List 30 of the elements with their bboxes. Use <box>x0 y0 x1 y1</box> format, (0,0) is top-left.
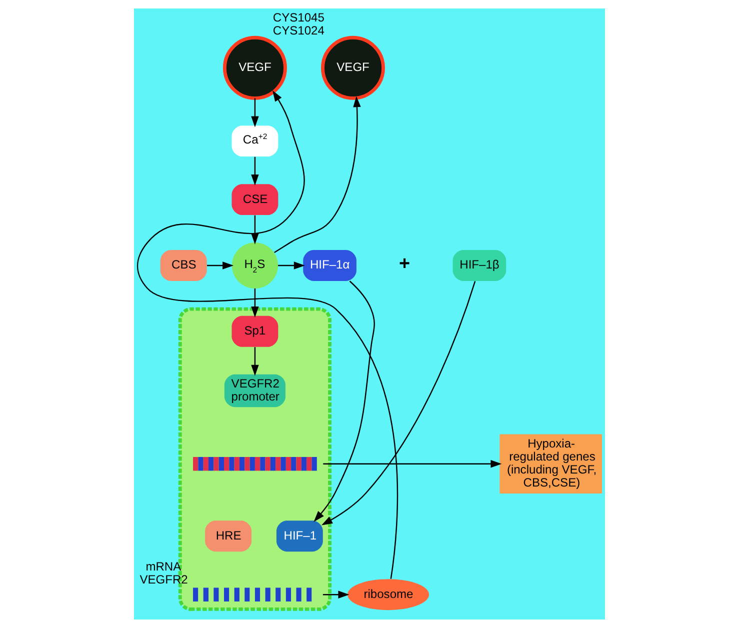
node-circle: H$_{2}$S <box>231 242 278 289</box>
arrow <box>250 215 258 244</box>
node-label: CYS1045 CYS1024 <box>272 10 324 38</box>
node-ellipse: ribosome <box>347 579 429 610</box>
arrow <box>274 96 360 253</box>
arrow <box>250 156 258 186</box>
node-box: HRE <box>204 520 251 552</box>
arrow <box>250 98 258 128</box>
arrow <box>313 280 374 522</box>
node-box: Sp1 <box>231 316 278 347</box>
node-box: HIF–1α <box>302 250 356 281</box>
node-circle: VEGF <box>222 36 286 100</box>
arrow <box>250 288 258 318</box>
node-box: Hypoxia-regulated genes (including VEGF, CBS,CSE) <box>499 434 602 494</box>
node-box: HIF–1 <box>276 520 322 552</box>
arrow <box>322 460 502 468</box>
arrow <box>136 90 398 579</box>
node-box: CSE <box>231 184 278 216</box>
node-circle: VEGF <box>320 36 384 100</box>
node-box: CBS <box>160 250 206 281</box>
arrow <box>320 281 476 526</box>
arrow <box>322 590 349 598</box>
node-label: mRNA VEGFR2 <box>139 560 188 587</box>
arrow <box>278 262 304 270</box>
node-box: Ca$^{+2}$ <box>231 126 278 157</box>
arrow <box>206 262 234 270</box>
label: + <box>398 253 410 274</box>
node-box: HIF–1β <box>452 250 506 281</box>
arrow <box>250 347 258 376</box>
node-box: VEGFR2 promoter <box>224 374 285 408</box>
